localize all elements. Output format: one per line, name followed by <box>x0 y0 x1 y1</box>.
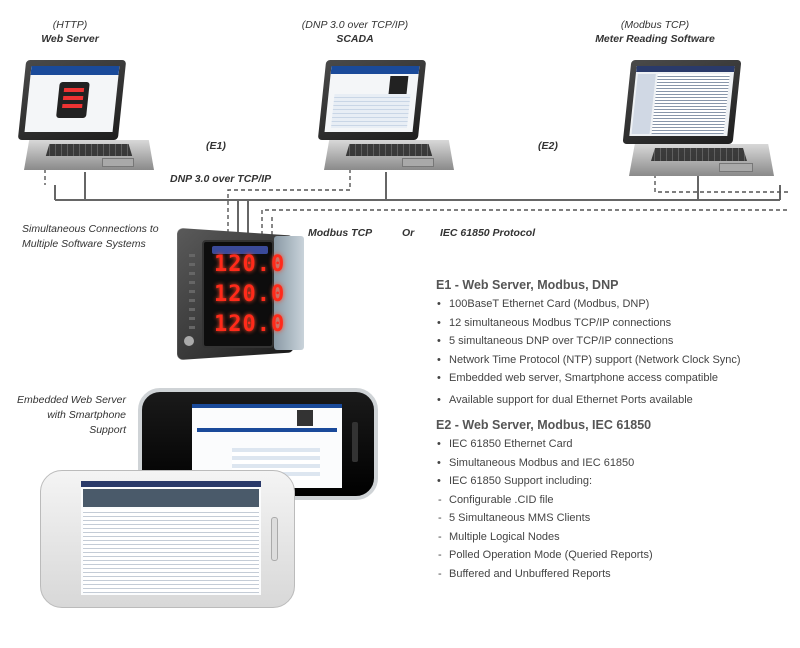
e1-feature-item: 100BaseT Ethernet Card (Modbus, DNP) <box>436 295 786 314</box>
e2-subfeature-item: Buffered and Unbuffered Reports <box>436 565 786 584</box>
meter-reading-screen <box>629 66 735 136</box>
embedded-web-server-note: Embedded Web Server with Smartphone Supp… <box>8 393 126 438</box>
e1-feature-item: Network Time Protocol (NTP) support (Net… <box>436 351 786 370</box>
meter-reading-laptop <box>615 60 790 185</box>
e2-subfeature-item: Multiple Logical Nodes <box>436 528 786 547</box>
e1-features: E1 - Web Server, Modbus, DNP 100BaseT Et… <box>436 278 786 409</box>
embedded-note-line-2: with Smartphone <box>47 409 126 421</box>
e1-feature-item: Embedded web server, Smartphone access c… <box>436 369 786 388</box>
e2-label: (E2) <box>538 140 558 152</box>
meter-reading-3: 120.0 <box>214 312 286 337</box>
e1-label: (E1) <box>206 140 226 152</box>
embedded-note-line-1: Embedded Web Server <box>17 394 126 406</box>
meter-reading-label: (Modbus TCP) Meter Reading Software <box>570 18 740 46</box>
embedded-note-line-3: Support <box>89 424 126 436</box>
e2-feature-list: IEC 61850 Ethernet Card Simultaneous Mod… <box>436 435 786 583</box>
web-server-screen <box>24 66 120 132</box>
or-label: Or <box>402 227 415 239</box>
e2-features: E2 - Web Server, Modbus, IEC 61850 IEC 6… <box>436 418 786 583</box>
meter-logo <box>184 336 194 346</box>
scada-protocol: (DNP 3.0 over TCP/IP) <box>301 19 409 31</box>
e1-feature-item: 12 simultaneous Modbus TCP/IP connection… <box>436 314 786 333</box>
e2-feature-item: Simultaneous Modbus and IEC 61850 <box>436 454 786 473</box>
scada-label: (DNP 3.0 over TCP/IP) SCADA <box>290 18 420 46</box>
simultaneous-note: Simultaneous Connections to Multiple Sof… <box>22 222 182 252</box>
power-meter: 120.0 120.0 120.0 <box>170 227 320 361</box>
e1-feature-list: 100BaseT Ethernet Card (Modbus, DNP) 12 … <box>436 295 786 409</box>
meter-reading-1: 120.0 <box>214 252 286 277</box>
smartphone-front <box>40 470 295 608</box>
e1-feature-item: Available support for dual Ethernet Port… <box>436 391 786 410</box>
web-server-title: Web Server <box>41 33 99 45</box>
iec-protocol-label: IEC 61850 Protocol <box>440 227 536 239</box>
smartphone-back-button <box>352 422 358 462</box>
e2-feature-item: IEC 61850 Support including: <box>436 472 786 491</box>
e2-subfeature-item: Polled Operation Mode (Queried Reports) <box>436 546 786 565</box>
scada-screen <box>324 66 420 132</box>
e1-heading: E1 - Web Server, Modbus, DNP <box>436 278 619 292</box>
smartphone-front-button <box>271 517 278 561</box>
modbus-tcp-label: Modbus TCP <box>308 227 373 239</box>
web-server-label: (HTTP) Web Server <box>10 18 130 46</box>
simultaneous-note-line-2: Multiple Software Systems <box>22 238 146 250</box>
meter-reading-2: 120.0 <box>214 282 286 307</box>
e1-feature-item: 5 simultaneous DNP over TCP/IP connectio… <box>436 332 786 351</box>
web-server-protocol: (HTTP) <box>52 19 88 31</box>
meter-reading-title: Meter Reading Software <box>595 33 715 45</box>
e2-feature-item: IEC 61850 Ethernet Card <box>436 435 786 454</box>
meter-reading-protocol: (Modbus TCP) <box>620 19 690 31</box>
meter-display <box>202 240 274 348</box>
dnp-label: DNP 3.0 over TCP/IP <box>170 173 272 185</box>
scada-title: SCADA <box>336 33 374 45</box>
e2-subfeature-item: Configurable .CID file <box>436 491 786 510</box>
e2-heading: E2 - Web Server, Modbus, IEC 61850 <box>436 418 652 432</box>
meter-indicator-leds <box>189 254 195 334</box>
web-server-laptop <box>10 60 170 180</box>
scada-laptop <box>310 60 470 180</box>
e2-subfeature-item: 5 Simultaneous MMS Clients <box>436 509 786 528</box>
smartphone-front-screen <box>81 481 261 595</box>
simultaneous-note-line-1: Simultaneous Connections to <box>22 223 159 235</box>
